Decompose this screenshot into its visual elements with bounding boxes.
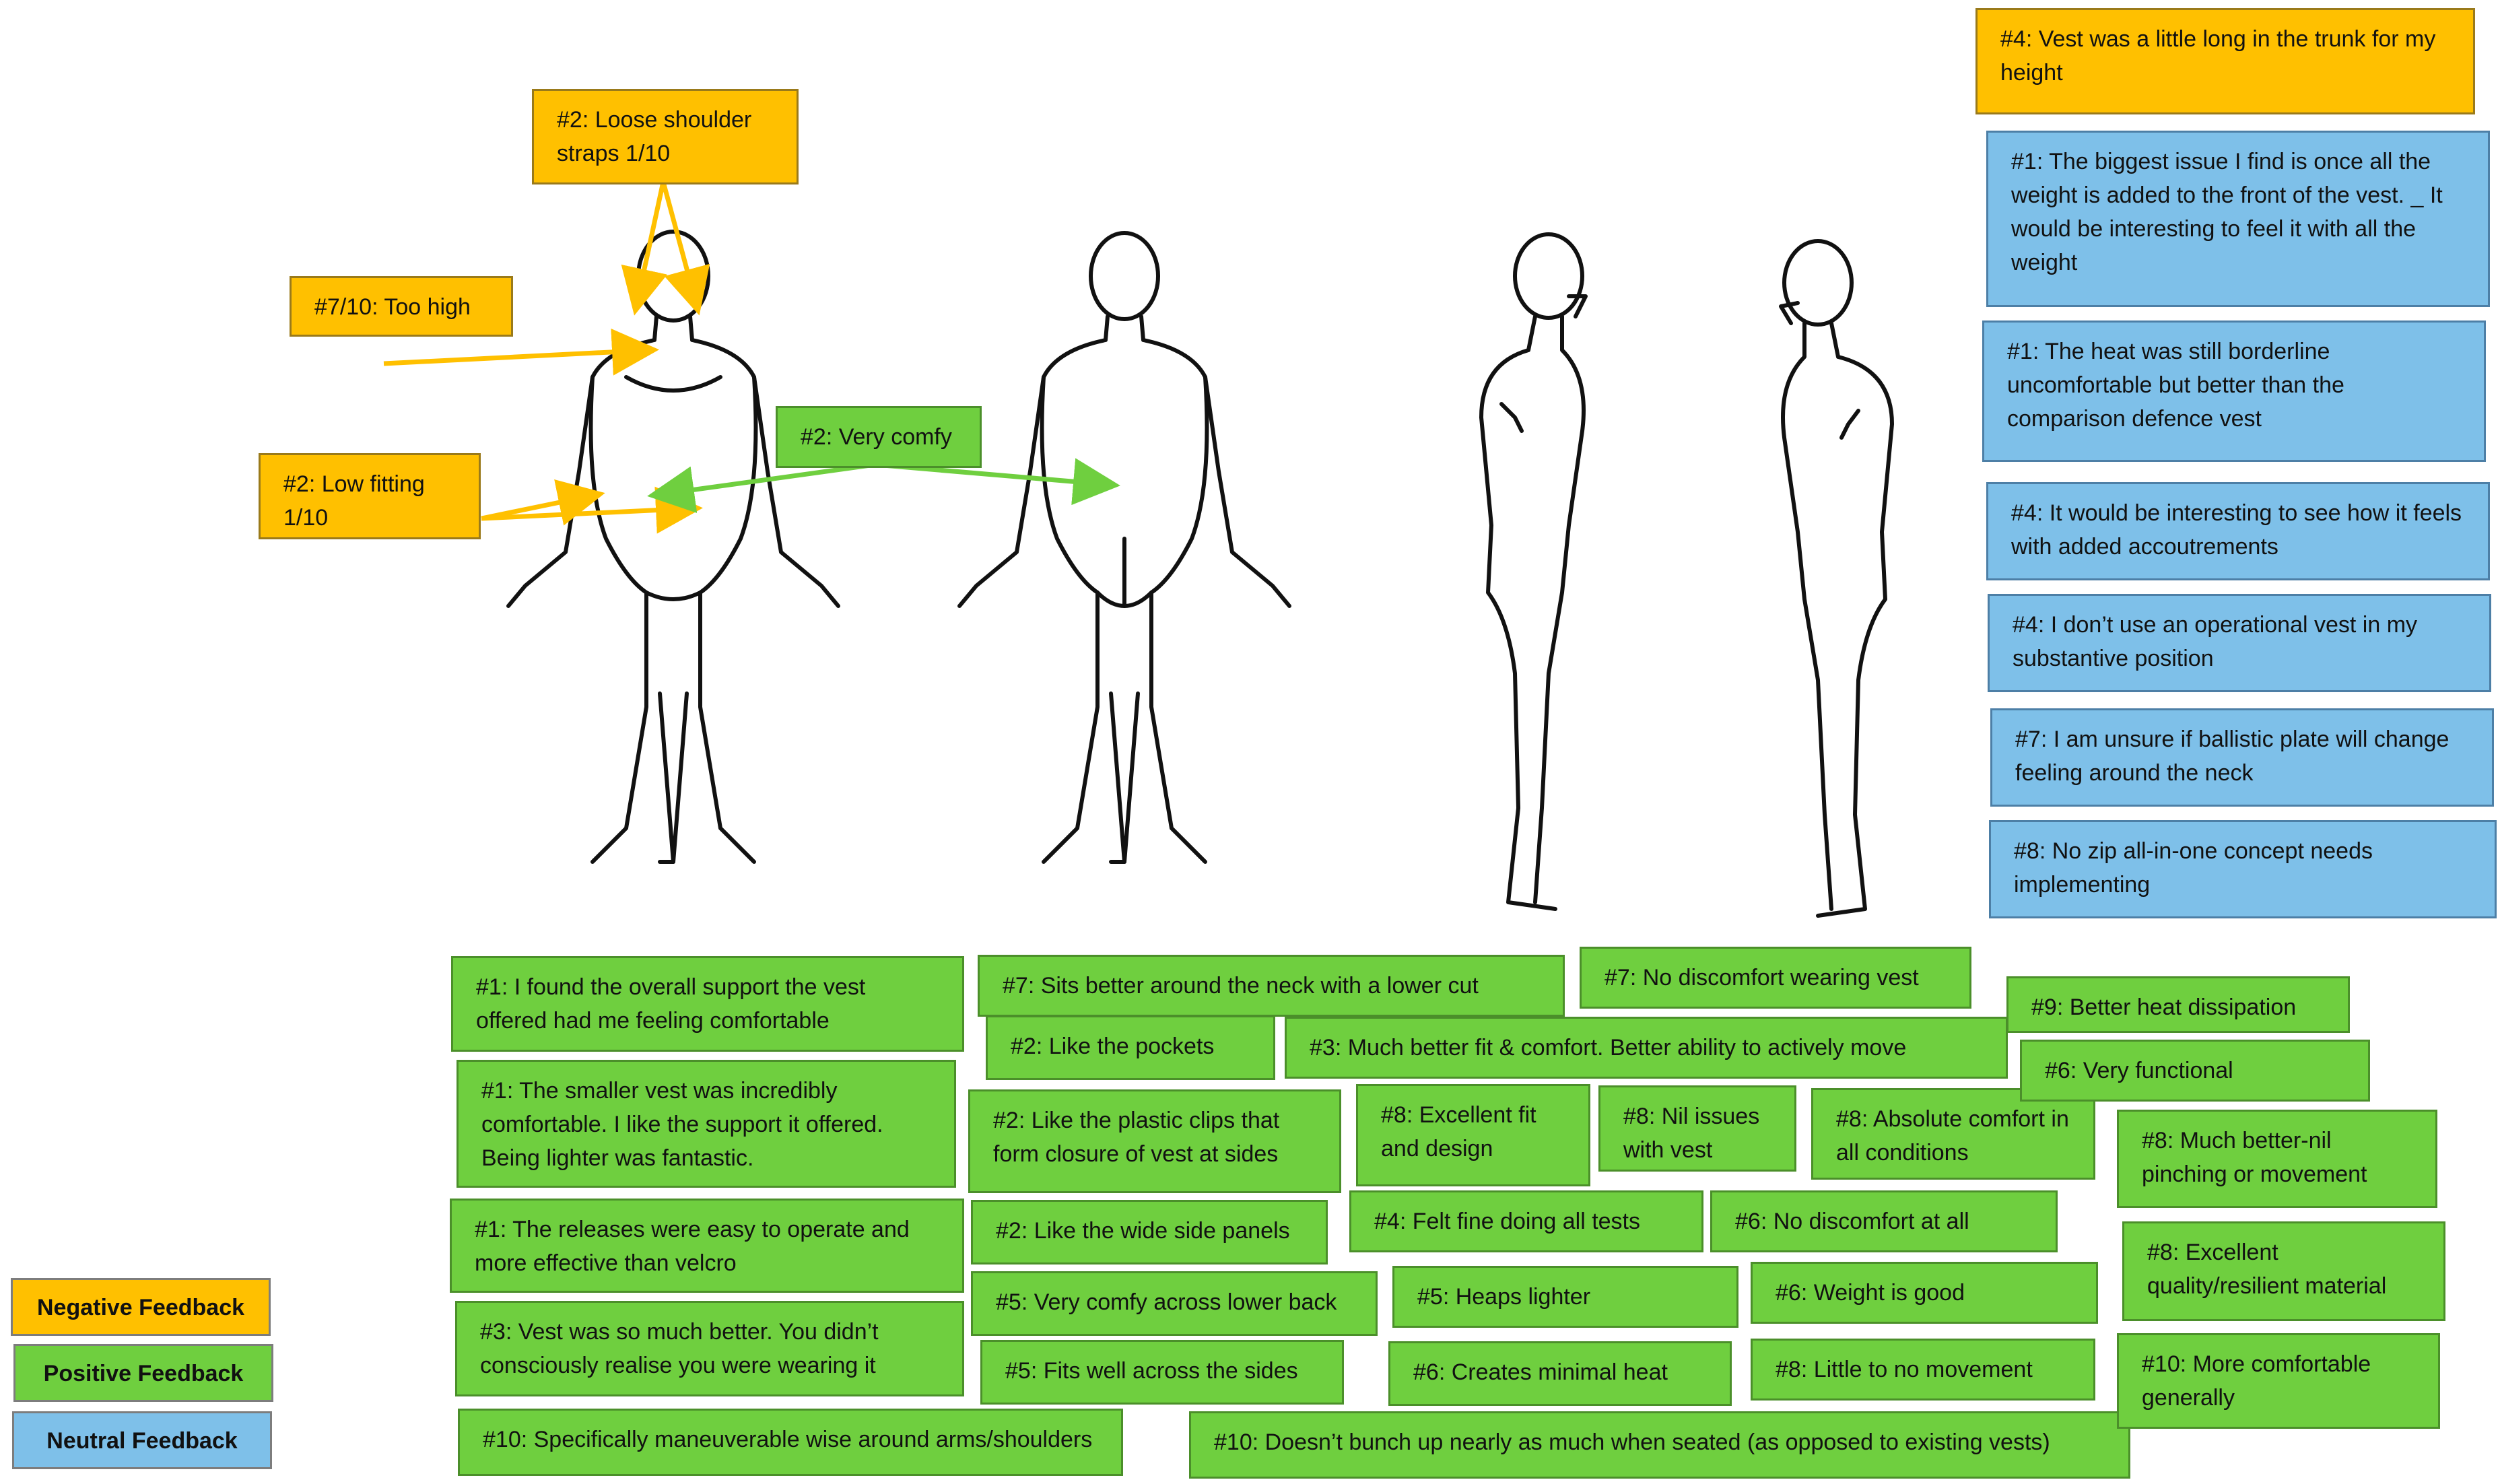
front-body-outline xyxy=(506,230,840,864)
positive-feedback-box: #8: Excellent quality/resilient material xyxy=(2122,1221,2445,1321)
positive-feedback-box: #10: Doesn’t bunch up nearly as much whe… xyxy=(1189,1411,2130,1479)
positive-feedback-box: #1: The smaller vest was incredibly comf… xyxy=(457,1060,956,1188)
positive-feedback-box: #7: Sits better around the neck with a l… xyxy=(978,955,1565,1017)
positive-feedback-box: #3: Much better fit & comfort. Better ab… xyxy=(1285,1017,2008,1079)
positive-feedback-box: #8: Excellent fit and design xyxy=(1356,1084,1590,1186)
positive-feedback-box: #2: Like the wide side panels xyxy=(971,1200,1328,1264)
positive-feedback-box: #3: Vest was so much better. You didn’t … xyxy=(455,1301,964,1396)
negative-feedback-box: #7/10: Too high xyxy=(290,276,513,337)
positive-feedback-box: #5: Very comfy across lower back xyxy=(971,1271,1378,1336)
positive-feedback-box: #8: Little to no movement xyxy=(1751,1339,2095,1401)
back-body-outline xyxy=(957,231,1291,864)
positive-feedback-box: #8: Nil issues with vest xyxy=(1598,1085,1796,1172)
negative-feedback-box: #4: Vest was a little long in the trunk … xyxy=(1975,8,2475,114)
negative-feedback-box: #2: Low fitting 1/10 xyxy=(259,453,481,539)
neutral-feedback-box: #1: The biggest issue I find is once all… xyxy=(1986,131,2490,307)
positive-feedback-box: #6: Creates minimal heat xyxy=(1388,1341,1732,1406)
side-body-outline-right-facing xyxy=(1479,232,1588,911)
positive-feedback-box: #6: Weight is good xyxy=(1751,1262,2098,1324)
side-body-outline-left-facing xyxy=(1779,239,1894,918)
legend-negative: Negative Feedback xyxy=(11,1278,271,1336)
neutral-feedback-box: #4: It would be interesting to see how i… xyxy=(1986,482,2490,580)
neutral-feedback-box: #8: No zip all-in-one concept needs impl… xyxy=(1989,820,2497,918)
neutral-feedback-box: #1: The heat was still borderline uncomf… xyxy=(1982,321,2486,462)
positive-feedback-box: #1: The releases were easy to operate an… xyxy=(450,1199,964,1293)
positive-feedback-box: #2: Very comfy xyxy=(776,406,982,468)
positive-feedback-box: #2: Like the pockets xyxy=(986,1015,1275,1080)
positive-feedback-box: #5: Heaps lighter xyxy=(1392,1266,1738,1328)
positive-feedback-box: #1: I found the overall support the vest… xyxy=(451,956,964,1052)
positive-feedback-box: #7: No discomfort wearing vest xyxy=(1580,947,1971,1009)
positive-feedback-box: #10: Specifically maneuverable wise arou… xyxy=(458,1409,1123,1476)
positive-feedback-box: #6: Very functional xyxy=(2020,1040,2370,1102)
positive-feedback-box: #8: Absolute comfort in all conditions xyxy=(1811,1088,2095,1180)
positive-feedback-box: #2: Like the plastic clips that form clo… xyxy=(968,1089,1341,1193)
positive-feedback-box: #9: Better heat dissipation xyxy=(2006,976,2350,1033)
legend-positive: Positive Feedback xyxy=(13,1344,273,1402)
legend-neutral: Neutral Feedback xyxy=(12,1411,272,1469)
neutral-feedback-box: #7: I am unsure if ballistic plate will … xyxy=(1990,708,2494,807)
negative-feedback-box: #2: Loose shoulder straps 1/10 xyxy=(532,89,799,184)
positive-feedback-box: #8: Much better-nil pinching or movement xyxy=(2117,1110,2437,1208)
positive-arrows xyxy=(647,458,1120,513)
positive-feedback-box: #10: More comfortable generally xyxy=(2117,1333,2440,1429)
positive-feedback-box: #6: No discomfort at all xyxy=(1710,1190,2058,1252)
neutral-feedback-box: #4: I don’t use an operational vest in m… xyxy=(1988,594,2491,692)
positive-feedback-box: #5: Fits well across the sides xyxy=(980,1340,1344,1405)
positive-feedback-box: #4: Felt fine doing all tests xyxy=(1349,1190,1703,1252)
negative-arrows xyxy=(383,181,710,534)
